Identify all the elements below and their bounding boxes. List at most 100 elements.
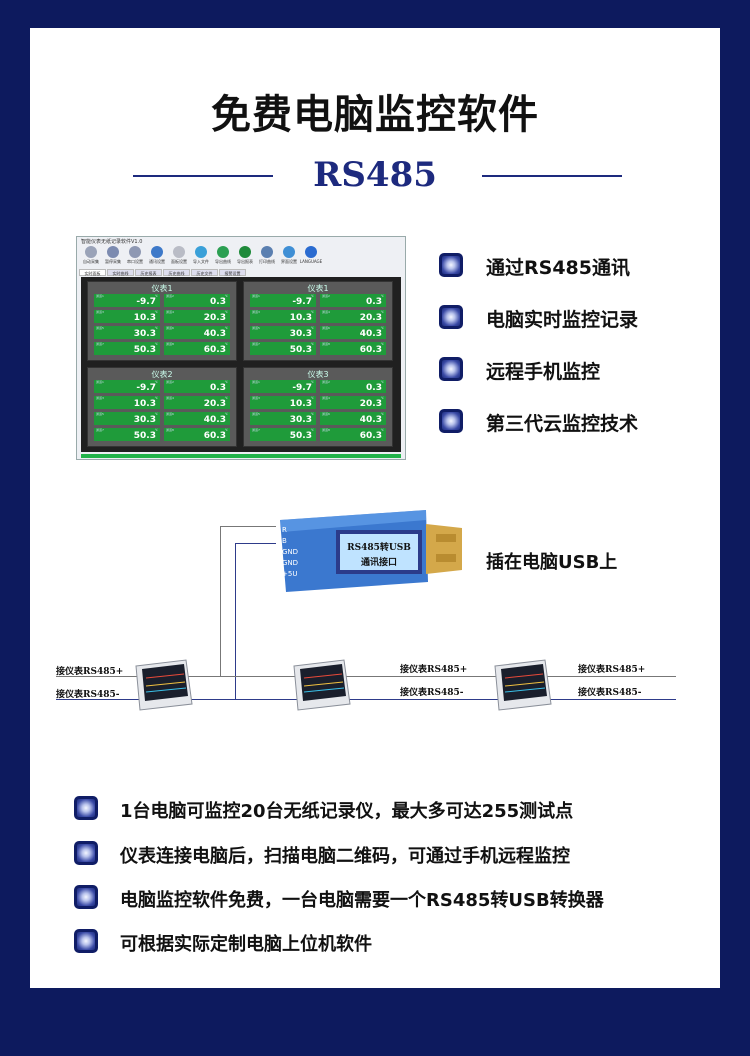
channel-unit: ℃ bbox=[224, 428, 228, 432]
channel-label: 通道6 bbox=[322, 326, 330, 330]
software-tab[interactable]: 历史曲线 bbox=[163, 269, 190, 276]
excel-icon bbox=[239, 246, 251, 258]
channel-label: 通道2 bbox=[322, 294, 330, 298]
rs485-minus-bus bbox=[56, 699, 676, 700]
channel-unit: ℃ bbox=[154, 310, 158, 314]
channel-value: -9.7 bbox=[292, 383, 312, 393]
wire-label: 接仪表RS485- bbox=[400, 688, 464, 698]
channel-cell: 通道1℃-9.7 bbox=[94, 380, 160, 393]
window-icon bbox=[283, 246, 295, 258]
usb-converter bbox=[280, 510, 462, 592]
toolbar-button[interactable]: 面板设置 bbox=[167, 246, 191, 265]
pin-label: GND bbox=[282, 548, 299, 556]
panel-title: 仪表1 bbox=[307, 284, 329, 293]
instrument-shape bbox=[135, 659, 193, 711]
wire-label: 接仪表RS485+ bbox=[400, 665, 468, 675]
feature-item: 第三代云监控技术 bbox=[486, 413, 639, 435]
note-item: 仪表连接电脑后，扫描电脑二维码，可通过手机远程监控 bbox=[120, 846, 570, 867]
channel-label: 通道5 bbox=[252, 412, 260, 416]
toolbar-button[interactable]: 暂停采集 bbox=[101, 246, 125, 265]
toolbar-label: 面板设置 bbox=[171, 259, 187, 264]
wire-label: 接仪表RS485- bbox=[578, 688, 642, 698]
window-title: 智能仪表无纸记录软件V1.0 bbox=[81, 239, 143, 245]
channel-value: -9.7 bbox=[136, 297, 156, 307]
channel-unit: ℃ bbox=[154, 396, 158, 400]
channel-value: 50.3 bbox=[289, 345, 312, 355]
toolbar-button[interactable]: 自动采集 bbox=[79, 246, 103, 265]
instrument-device bbox=[493, 656, 555, 716]
channel-label: 通道1 bbox=[252, 294, 260, 298]
page-title: 免费电脑监控软件 bbox=[211, 92, 539, 138]
bullet-icon bbox=[74, 929, 98, 953]
channel-label: 通道2 bbox=[166, 294, 174, 298]
software-tab[interactable]: 报警设置 bbox=[219, 269, 246, 276]
usb-pin-labels: R B GND GND +5U bbox=[282, 525, 298, 580]
toolbar-label: 暂停采集 bbox=[105, 259, 121, 264]
poster-card: 免费电脑监控软件 RS485 智能仪表无纸记录软件V1.0 自动采集暂停采集串口… bbox=[30, 28, 720, 988]
toolbar-button[interactable]: 串口设置 bbox=[123, 246, 147, 265]
channel-unit: ℃ bbox=[310, 428, 314, 432]
channel-value: 30.3 bbox=[133, 329, 156, 339]
usb-plug bbox=[426, 524, 462, 574]
instrument-shape bbox=[293, 659, 351, 711]
channel-label: 通道4 bbox=[166, 310, 174, 314]
toolbar-button[interactable]: 打印曲线 bbox=[255, 246, 279, 265]
channel-label: 通道6 bbox=[322, 412, 330, 416]
channel-unit: ℃ bbox=[310, 326, 314, 330]
channel-unit: ℃ bbox=[224, 342, 228, 346]
gear-icon bbox=[173, 246, 185, 258]
toolbar-button[interactable]: 导出报表 bbox=[233, 246, 257, 265]
wire-label: 接仪表RS485+ bbox=[578, 665, 646, 675]
channel-unit: ℃ bbox=[380, 294, 384, 298]
channel-unit: ℃ bbox=[224, 380, 228, 384]
software-tab[interactable]: 历史文件 bbox=[191, 269, 218, 276]
import-icon bbox=[195, 246, 207, 258]
channel-label: 通道1 bbox=[96, 294, 104, 298]
toolbar-label: 界面设置 bbox=[281, 259, 297, 264]
bullet-icon bbox=[74, 796, 98, 820]
note-item: 电脑监控软件免费，一台电脑需要一个RS485转USB转换器 bbox=[120, 890, 604, 911]
channel-value: 20.3 bbox=[359, 313, 382, 323]
channel-unit: ℃ bbox=[310, 342, 314, 346]
software-tab[interactable]: 实时面板 bbox=[79, 269, 106, 276]
channel-unit: ℃ bbox=[224, 396, 228, 400]
chart-icon bbox=[217, 246, 229, 258]
software-tab[interactable]: 历史报表 bbox=[135, 269, 162, 276]
toolbar-button[interactable]: LANGUAGE bbox=[299, 246, 323, 264]
bullet-icon bbox=[439, 305, 463, 329]
toolbar-button[interactable]: 导入文件 bbox=[189, 246, 213, 265]
channel-value: 30.3 bbox=[133, 415, 156, 425]
software-toolbar: 自动采集暂停采集串口设置通讯设置面板设置导入文件导出曲线导出报表打印曲线界面设置… bbox=[79, 246, 403, 268]
toolbar-button[interactable]: 界面设置 bbox=[277, 246, 301, 265]
toolbar-button[interactable]: 通讯设置 bbox=[145, 246, 169, 265]
pin-label: B bbox=[282, 537, 287, 545]
channel-value: 60.3 bbox=[359, 345, 382, 355]
software-tab[interactable]: 实时曲线 bbox=[107, 269, 134, 276]
channel-unit: ℃ bbox=[310, 412, 314, 416]
usb-screen-line2: 通讯接口 bbox=[360, 558, 397, 568]
channel-value: 60.3 bbox=[203, 431, 226, 441]
channel-label: 通道4 bbox=[166, 396, 174, 400]
channel-label: 通道2 bbox=[322, 380, 330, 384]
channel-value: 20.3 bbox=[203, 399, 226, 409]
bullet-icon bbox=[439, 357, 463, 381]
channel-label: 通道5 bbox=[96, 412, 104, 416]
channel-unit: ℃ bbox=[380, 326, 384, 330]
channel-unit: ℃ bbox=[224, 294, 228, 298]
wire-label: 接仪表RS485+ bbox=[56, 667, 124, 677]
channel-value: 40.3 bbox=[359, 415, 382, 425]
channel-label: 通道7 bbox=[252, 342, 260, 346]
channel-unit: ℃ bbox=[310, 396, 314, 400]
channel-unit: ℃ bbox=[380, 396, 384, 400]
toolbar-button[interactable]: 导出曲线 bbox=[211, 246, 235, 265]
